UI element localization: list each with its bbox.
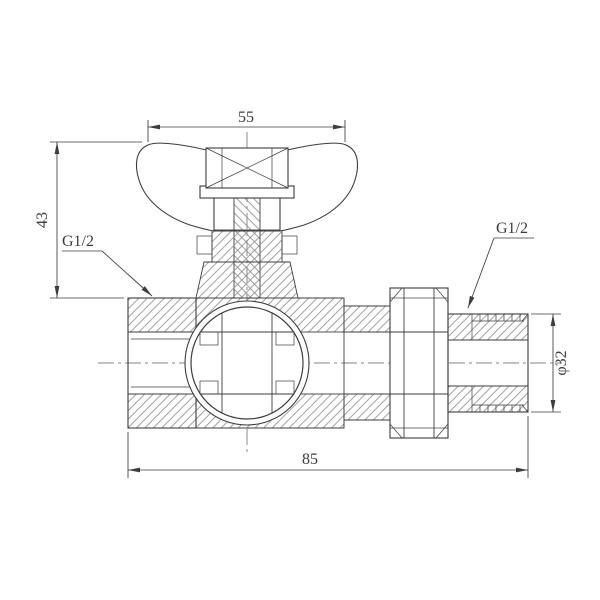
union-nut — [389, 287, 449, 439]
g12-left-label: G1/2 — [62, 233, 94, 250]
stem-assembly — [195, 187, 299, 299]
dim-55-label: 55 — [238, 109, 254, 126]
seat-ring — [199, 380, 219, 395]
g12-right-label: G1/2 — [496, 220, 528, 237]
dim-85-label: 85 — [302, 451, 318, 468]
dimension-55: 55 — [147, 109, 346, 142]
dimension-43: 43 — [34, 141, 142, 299]
dimension-phi32: φ32 — [531, 313, 570, 413]
label-g12-right: G1/2 — [467, 220, 534, 309]
dim-phi32-label: φ32 — [553, 350, 570, 375]
male-thread-port — [447, 313, 529, 413]
ball — [184, 300, 310, 426]
seat-ring — [275, 331, 295, 346]
seat-ring — [199, 331, 219, 346]
butterfly-handle — [135, 142, 359, 232]
handle-left-wing — [135, 142, 215, 232]
label-g12-left: G1/2 — [62, 233, 153, 297]
dim-43-label: 43 — [34, 212, 51, 228]
centerlines — [98, 132, 562, 452]
tailpiece — [343, 305, 391, 421]
handle-right-wing — [279, 142, 359, 232]
seat-ring — [275, 380, 295, 395]
dimension-85: 85 — [127, 416, 529, 478]
